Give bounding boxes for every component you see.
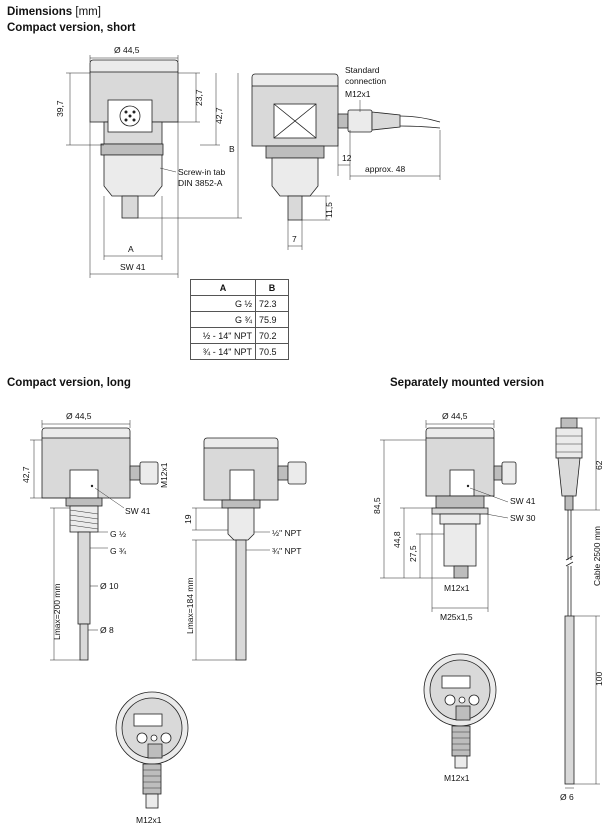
- separate-m25-label: M25x1,5: [440, 612, 473, 622]
- long-npt34-label: ¾" NPT: [272, 546, 301, 556]
- short-screw-tab-2: DIN 3852-A: [178, 178, 223, 188]
- heading-compact-short: Compact version, short: [7, 22, 136, 34]
- table-cell-a: G ¾: [190, 311, 256, 328]
- separate-dia-label: Ø 44,5: [442, 411, 468, 421]
- long-d19-label: 19: [183, 514, 193, 524]
- separate-front-dims: Ø 44,5 84,5 44,8 27,5 SW 41 SW 30 M12x1 …: [372, 411, 536, 622]
- long-d8-label: Ø 8: [100, 625, 114, 635]
- dimensions-title: Dimensions: [7, 6, 73, 18]
- long-lmax200-label: Lmax=200 mm: [52, 584, 62, 640]
- long-side-view: [203, 437, 307, 661]
- long-m12-bottom-label: M12x1: [136, 815, 162, 825]
- separate-front-view: [425, 427, 517, 579]
- long-lmax184-label: Lmax=184 mm: [185, 578, 195, 634]
- separate-top-display-view: M12x1: [423, 653, 497, 783]
- short-b-label: B: [229, 144, 235, 154]
- short-h2-label: 23,7: [194, 89, 204, 106]
- separate-m12-bottom-label: M12x1: [444, 773, 470, 783]
- short-front-dims: Ø 44,5 39,7 23,7 42,7 B Screw-in tab DIN…: [55, 45, 242, 278]
- separate-cable-dims: 62 Cable 2500 mm 100 Ø 6: [560, 417, 604, 802]
- long-top-display-view: M12x1: [115, 691, 189, 825]
- separate-h845-label: 84,5: [372, 497, 382, 514]
- table-row: G ½ 72.3: [190, 295, 289, 312]
- long-d10-label: Ø 10: [100, 581, 119, 591]
- short-sw-label: SW 41: [120, 262, 146, 272]
- short-h3-label: 42,7: [214, 107, 224, 124]
- long-front-dims: Ø 44,5 42,7 M12x1 SW 41 G ½ G ¾ Lmax=200…: [21, 411, 169, 661]
- heading-compact-long: Compact version, long: [7, 377, 131, 389]
- table-cell-b: 70.5: [255, 343, 289, 360]
- table-cell-a: ½ - 14" NPT: [190, 327, 256, 344]
- separate-h448-label: 44,8: [392, 531, 402, 548]
- table-row: ½ - 14" NPT 70.2: [190, 327, 289, 344]
- table-header-b: B: [255, 279, 289, 296]
- short-side-view: [251, 73, 441, 221]
- table-cell-b: 72.3: [255, 295, 289, 312]
- table-row: G ¾ 75.9: [190, 311, 289, 328]
- dimensions-unit: [mm]: [75, 6, 101, 18]
- table-cell-b: 70.2: [255, 327, 289, 344]
- table-cell-a: ¾ - 14" NPT: [190, 343, 256, 360]
- long-npt12-label: ½" NPT: [272, 528, 301, 538]
- separate-cable-label: Cable 2500 mm: [592, 526, 602, 586]
- table-row: ¾ - 14" NPT 70.5: [190, 343, 289, 360]
- long-dia-label: Ø 44,5: [66, 411, 92, 421]
- table-cell-b: 75.9: [255, 311, 289, 328]
- short-m12-label: M12x1: [345, 89, 371, 99]
- short-side-dims: Standard connection M12x1 12 approx. 48 …: [287, 65, 441, 250]
- short-std-conn-2: connection: [345, 76, 386, 86]
- short-dia-label: Ø 44,5: [114, 45, 140, 55]
- short-std-conn-1: Standard: [345, 65, 380, 75]
- short-d7-label: 7: [292, 234, 297, 244]
- separate-sw30-label: SW 30: [510, 513, 536, 523]
- separate-cable-sensor: [555, 417, 583, 785]
- short-h1-label: 39,7: [55, 100, 65, 117]
- table-cell-a: G ½: [190, 295, 256, 312]
- long-side-dims: 19 ½" NPT ¾" NPT Lmax=184 mm: [183, 507, 301, 661]
- heading-separately-mounted: Separately mounted version: [390, 377, 545, 389]
- separate-sw41-label: SW 41: [510, 496, 536, 506]
- short-d115-label: 11,5: [324, 202, 334, 218]
- short-d12-label: 12: [342, 153, 352, 163]
- long-h-label: 42,7: [21, 466, 31, 483]
- separate-m12-label: M12x1: [444, 583, 470, 593]
- separate-d6-label: Ø 6: [560, 792, 574, 802]
- dimensions-heading: Dimensions [mm]: [7, 6, 101, 18]
- long-g34-label: G ¾: [110, 546, 127, 556]
- table-header-row: A B: [190, 279, 289, 296]
- separate-d100-label: 100: [594, 672, 604, 686]
- short-approx48-label: approx. 48: [365, 164, 405, 174]
- long-g12-label: G ½: [110, 529, 126, 539]
- table-header-a: A: [190, 279, 256, 296]
- long-m12-label: M12x1: [159, 462, 169, 488]
- short-screw-tab-1: Screw-in tab: [178, 167, 226, 177]
- separate-d62-label: 62: [594, 460, 604, 470]
- long-front-view: [41, 427, 159, 661]
- separate-h275-label: 27,5: [408, 545, 418, 562]
- long-sw-label: SW 41: [125, 506, 151, 516]
- short-front-view: [89, 59, 179, 219]
- dimension-table: A B G ½ 72.3 G ¾ 75.9 ½ - 14" NPT 70.2 ¾…: [190, 279, 289, 360]
- short-a-label: A: [128, 244, 134, 254]
